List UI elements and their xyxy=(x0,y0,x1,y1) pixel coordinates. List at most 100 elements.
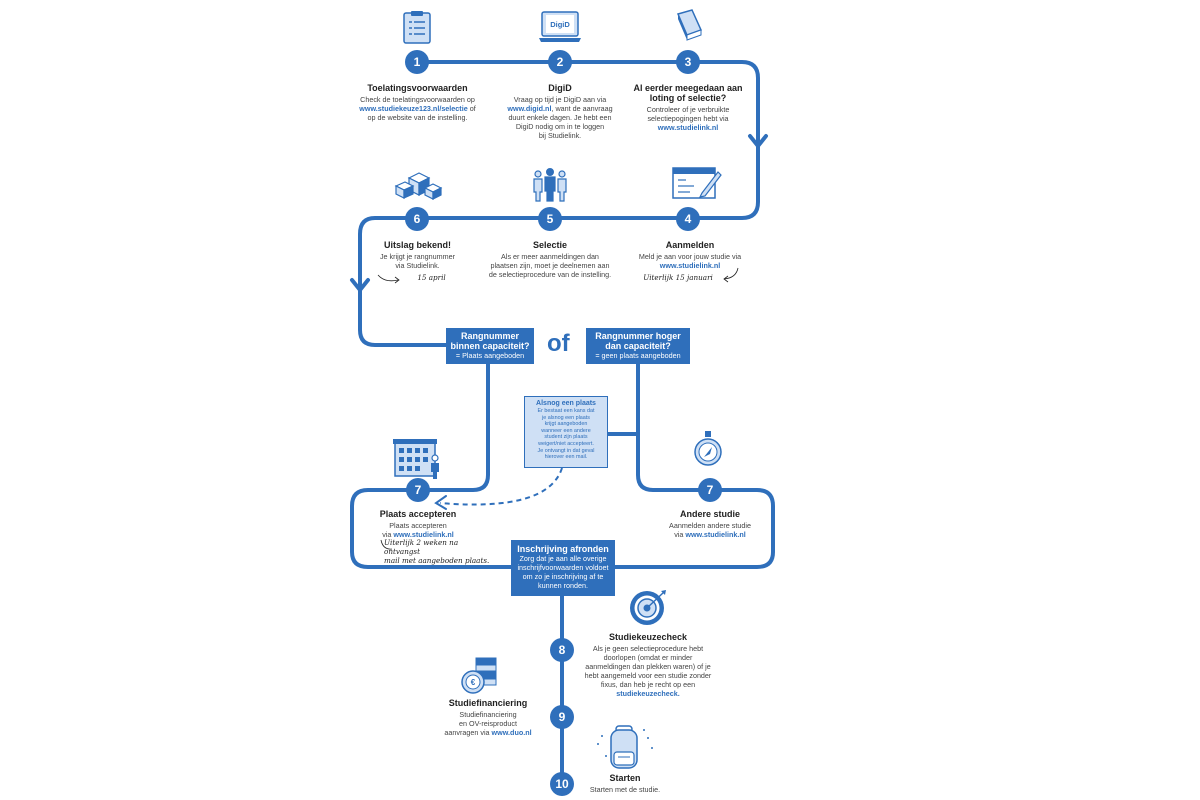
inschrijving-afronden-box: Inschrijving afronden Zorg dat je aan al… xyxy=(511,540,615,596)
step-2-title: DigiD xyxy=(548,83,572,93)
step-3-title: Al eerder meegedaan aan loting of select… xyxy=(633,83,743,103)
step-10-title: Starten xyxy=(609,773,641,783)
step-2-number: 2 xyxy=(548,50,572,74)
step-9-line1: Studiefinanciering xyxy=(459,710,517,719)
decision-right-title1: Rangnummer hoger xyxy=(595,331,681,341)
step-6-number: 6 xyxy=(405,207,429,231)
or-label: of xyxy=(547,330,570,357)
finish-line: inschrijfvoorwaarden voldoet xyxy=(517,563,609,572)
step-6-title: Uitslag bekend! xyxy=(383,240,451,250)
step-9-link[interactable]: www.duo.nl xyxy=(491,728,532,737)
step-2-line1: Vraag op tijd je DigiD aan via xyxy=(513,95,607,104)
step-1-line3: op de website van de instelling. xyxy=(367,113,468,122)
note-line: wanneer een andere xyxy=(541,427,591,434)
building-icon xyxy=(393,439,439,479)
step-7a-deadline: Uiterlijk 2 weken na ontvangst mail met … xyxy=(384,538,494,565)
step-3-text: Al eerder meegedaan aan loting of select… xyxy=(623,83,753,132)
note-line: hierover een mail. xyxy=(544,454,588,461)
step-2-line2: , want de aanvraag xyxy=(551,104,613,113)
note-line: Je ontvangt in dat geval xyxy=(537,447,595,454)
note-line: krijgt aangeboden xyxy=(544,421,588,428)
step-3-link[interactable]: www.studielink.nl xyxy=(657,123,719,132)
step-5-title: Selectie xyxy=(532,240,568,250)
step-7a-text: Plaats accepteren Plaats accepteren via … xyxy=(362,509,474,539)
step-8-title: Studiekeuzecheck xyxy=(608,632,688,642)
step-10-number: 10 xyxy=(550,772,574,796)
note-line: je alsnog een plaats xyxy=(542,414,590,421)
note-line: student zijn plaats xyxy=(544,434,588,441)
step-8-number: 8 xyxy=(550,638,574,662)
step-5-line2: plaatsen zijn, moet je deelnemen aan xyxy=(490,261,610,270)
step-5-line3: de selectieprocedure van de instelling. xyxy=(488,270,612,279)
form-pen-icon xyxy=(672,167,722,199)
step-8-line3: aanmeldingen dan plekken waren) of je xyxy=(585,662,711,671)
step-9-line3: aanvragen via xyxy=(444,728,492,737)
step-1-title: Toelatingsvoorwaarden xyxy=(367,83,468,93)
step-10-text: Starten Starten met de studie. xyxy=(585,773,665,794)
step-1-text: Toelatingsvoorwaarden Check de toelating… xyxy=(345,83,490,122)
step-4-link[interactable]: www.studielink.nl xyxy=(659,261,721,270)
step-5-line1: Als er meer aanmeldingen dan xyxy=(501,252,599,261)
step-8-text: Studiekeuzecheck Als je geen selectiepro… xyxy=(578,632,718,698)
digid-screen-label: DigiD xyxy=(550,20,570,29)
step-6-line1: Je krijgt je rangnummer xyxy=(379,252,456,261)
decision-right-sub: = geen plaats aangeboden xyxy=(595,351,681,360)
step-7a-line2: via xyxy=(382,530,394,539)
step-5-text: Selectie Als er meer aanmeldingen dan pl… xyxy=(480,240,620,279)
step-7b-link[interactable]: www.studielink.nl xyxy=(685,530,746,539)
step-10-line1: Starten met de studie. xyxy=(589,785,661,794)
note-line: Er bestaat een kans dat xyxy=(537,408,595,414)
step-4-text: Aanmelden Meld je aan voor jouw studie v… xyxy=(630,240,750,282)
decision-left-box: Rangnummer binnen capaciteit? = Plaats a… xyxy=(446,328,534,364)
step-5-number: 5 xyxy=(538,207,562,231)
step-1-link[interactable]: www.studiekeuze123.nl/selectie xyxy=(359,104,468,113)
clipboard-icon xyxy=(403,11,431,44)
step-4-deadline: Uiterlijk 15 januari xyxy=(643,273,713,282)
step-3-number: 3 xyxy=(676,50,700,74)
alsnog-plaats-note: Alsnog een plaats Er bestaat een kans da… xyxy=(524,396,608,468)
decision-right-box: Rangnummer hoger dan capaciteit? = geen … xyxy=(586,328,690,364)
decision-right-title2: dan capaciteit? xyxy=(605,341,671,351)
step-2-link[interactable]: www.digid.nl xyxy=(507,104,552,113)
step-7a-deadline-line1: Uiterlijk 2 weken na ontvangst xyxy=(384,538,459,556)
step-1-number: 1 xyxy=(405,50,429,74)
finish-line: om zo je inschrijving af te xyxy=(522,572,604,581)
target-icon xyxy=(630,590,666,625)
decision-left-title2: binnen capaciteit? xyxy=(450,341,530,351)
step-2-line4: DigiD nodig om in te loggen xyxy=(515,122,605,131)
finish-line: Zorg dat je aan alle overige xyxy=(519,554,607,563)
step-7b-title: Andere studie xyxy=(679,509,740,519)
step-7a-link[interactable]: www.studielink.nl xyxy=(393,530,454,539)
step-3-line2: selectiepogingen hebt via xyxy=(647,114,729,123)
step-9-text: Studiefinanciering Studiefinanciering en… xyxy=(428,698,548,737)
step-6-line2: via Studielink. xyxy=(395,261,440,270)
step-6-text: Uitslag bekend! Je krijgt je rangnummer … xyxy=(370,240,465,282)
finish-line: kunnen ronden. xyxy=(538,581,588,590)
step-7a-line1: Plaats accepteren xyxy=(389,521,447,530)
step-7b-number: 7 xyxy=(698,478,722,502)
decision-left-sub: = Plaats aangeboden xyxy=(455,351,525,360)
step-4-line1: Meld je aan voor jouw studie via xyxy=(638,252,742,261)
podium-icon xyxy=(394,172,443,200)
step-4-number: 4 xyxy=(676,207,700,231)
step-1-line1: Check de toelatingsvoorwaarden op xyxy=(360,95,475,104)
step-6-date: 15 april xyxy=(417,273,446,282)
step-2-line5: bij Studielink. xyxy=(538,131,582,140)
step-4-title: Aanmelden xyxy=(665,240,715,250)
step-8-line1: Als je geen selectieprocedure hebt xyxy=(592,644,704,653)
step-8-line5: fixus, dan heb je recht op een xyxy=(600,680,696,689)
step-1-line2: of xyxy=(467,104,476,113)
step-7b-text: Andere studie Aanmelden andere studie vi… xyxy=(655,509,765,539)
step-3-line1: Controleer of je verbruikte xyxy=(646,105,730,114)
step-8-link[interactable]: studiekeuzecheck. xyxy=(616,689,680,698)
step-9-title: Studiefinanciering xyxy=(448,698,528,708)
step-7a-deadline-line2: mail met aangeboden plaats. xyxy=(384,556,490,565)
laptop-icon: DigiD xyxy=(538,11,582,43)
step-8-line4: hebt aangemeld voor een studie zonder xyxy=(584,671,712,680)
step-7b-line2: via xyxy=(674,530,686,539)
step-7a-title: Plaats accepteren xyxy=(379,509,457,519)
decision-left-title1: Rangnummer xyxy=(460,331,519,341)
step-7b-line1: Aanmelden andere studie xyxy=(669,521,751,530)
compass-icon xyxy=(694,431,722,466)
backpack-icon xyxy=(597,725,653,769)
